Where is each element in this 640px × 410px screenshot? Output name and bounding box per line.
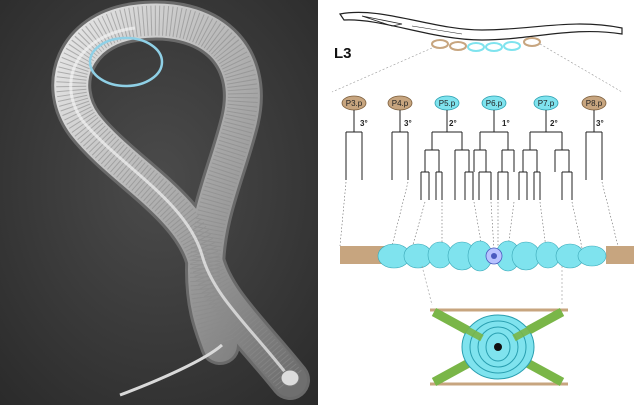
vulva-schematic-icon [430, 306, 568, 392]
cell-p5p-label: P5.p [439, 99, 456, 108]
vulva-highlight-circle [88, 36, 164, 88]
cell-p3p: P3.p 3° [341, 95, 368, 128]
sem-worm-image [0, 0, 318, 405]
stage-label: L3 [334, 45, 352, 62]
cell-p5p: P5.p 2° [434, 95, 460, 128]
vulval-cell-row [340, 240, 634, 272]
cell-p6p: P6.p 1° [481, 95, 510, 128]
cell-p8p-fate: 3° [596, 119, 604, 128]
lineage-tree [345, 110, 603, 200]
cell-p7p-fate: 2° [550, 119, 558, 128]
vulval-development-diagram: L3 P3.p 3° P4.p 3° P5.p 2° P6.p 1° [322, 0, 640, 405]
cell-p4p-label: P4.p [392, 99, 409, 108]
cell-p7p-label: P7.p [538, 99, 555, 108]
worm-pnp-cells [431, 37, 541, 52]
cell-p3p-label: P3.p [346, 99, 363, 108]
cell-p5p-fate: 2° [449, 119, 457, 128]
cell-p3p-fate: 3° [360, 119, 368, 128]
pnp-cell-row: P3.p 3° P4.p 3° P5.p 2° P6.p 1° P7.p [341, 95, 607, 128]
cell-p4p-fate: 3° [404, 119, 412, 128]
cell-p8p: P8.p 3° [581, 95, 607, 128]
cell-p4p: P4.p 3° [387, 95, 413, 128]
cell-p6p-label: P6.p [486, 99, 503, 108]
cell-p7p: P7.p 2° [533, 95, 559, 128]
cell-p8p-label: P8.p [586, 99, 603, 108]
worm-outline-icon [338, 11, 623, 52]
sem-image-panel [0, 0, 318, 405]
cell-p6p-fate: 1° [502, 119, 510, 128]
